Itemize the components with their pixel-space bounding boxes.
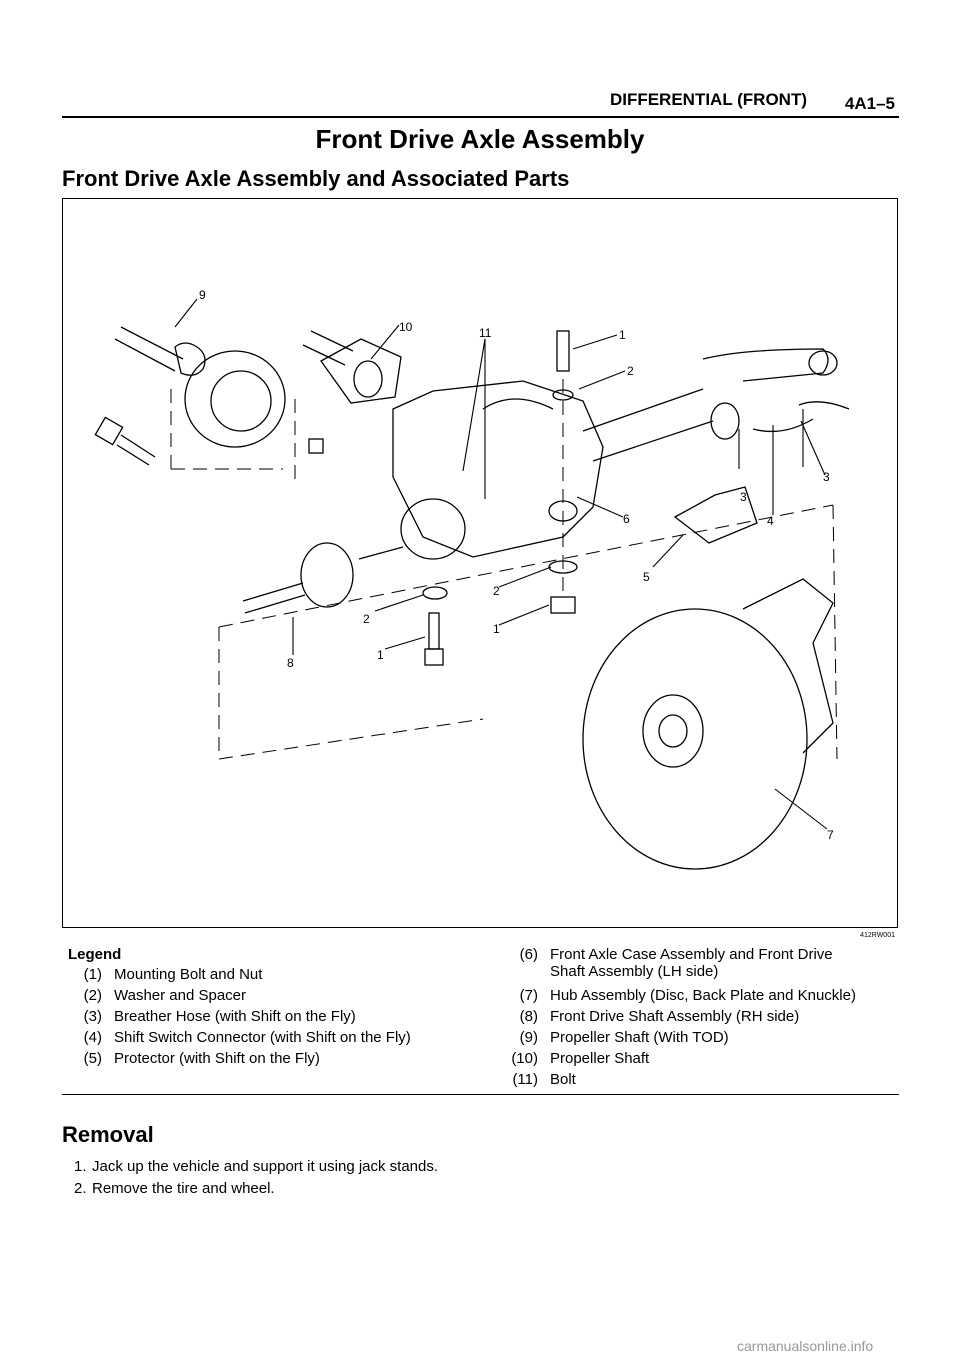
page-title: Front Drive Axle Assembly	[315, 124, 645, 154]
axle-illustration: 9 10 11 1 2 3 3 4 6 5 2 2 1 1 8 7	[94, 288, 850, 870]
figure-subtitle: Front Drive Axle Assembly and Associated…	[62, 166, 570, 191]
callout-3-right: 3	[823, 470, 830, 484]
section-title: DIFFERENTIAL (FRONT)	[609, 90, 807, 109]
removal-step-1: 1.Jack up the vehicle and support it usi…	[74, 1158, 439, 1175]
callout-2-top: 2	[627, 364, 634, 378]
callout-8: 8	[287, 656, 294, 670]
callout-1-top: 1	[619, 328, 626, 342]
legend-title: Legend	[68, 946, 122, 963]
removal-heading: Removal	[62, 1122, 154, 1147]
page-header: DIFFERENTIAL (FRONT) 4A1–5	[62, 86, 899, 118]
callout-4: 4	[767, 514, 774, 528]
callout-3-center: 3	[740, 490, 747, 504]
callout-10: 10	[399, 320, 413, 334]
figure-code: 412RW001	[860, 932, 895, 939]
callout-2-middle: 2	[493, 584, 500, 598]
callout-7: 7	[827, 828, 834, 842]
watermark: carmanualsonline.info	[737, 1338, 874, 1354]
page-number: 4A1–5	[844, 94, 895, 113]
exploded-diagram: 9 10 11 1 2 3 3 4 6 5 2 2 1 1 8 7 412RW0…	[62, 198, 898, 939]
callout-9: 9	[199, 288, 206, 302]
callout-1-middle: 1	[493, 622, 500, 636]
section-divider	[62, 1094, 899, 1095]
removal-step-2: 2.Remove the tire and wheel.	[74, 1180, 275, 1197]
removal-steps: 1.Jack up the vehicle and support it usi…	[74, 1158, 438, 1202]
callout-6: 6	[623, 512, 630, 526]
callout-2-left: 2	[363, 612, 370, 626]
callout-11: 11	[479, 326, 492, 340]
callout-1-left: 1	[377, 648, 384, 662]
callout-5: 5	[643, 570, 650, 584]
callout-labels: 9 10 11 1 2 3 3 4 6 5 2 2 1 1 8 7	[199, 288, 834, 842]
